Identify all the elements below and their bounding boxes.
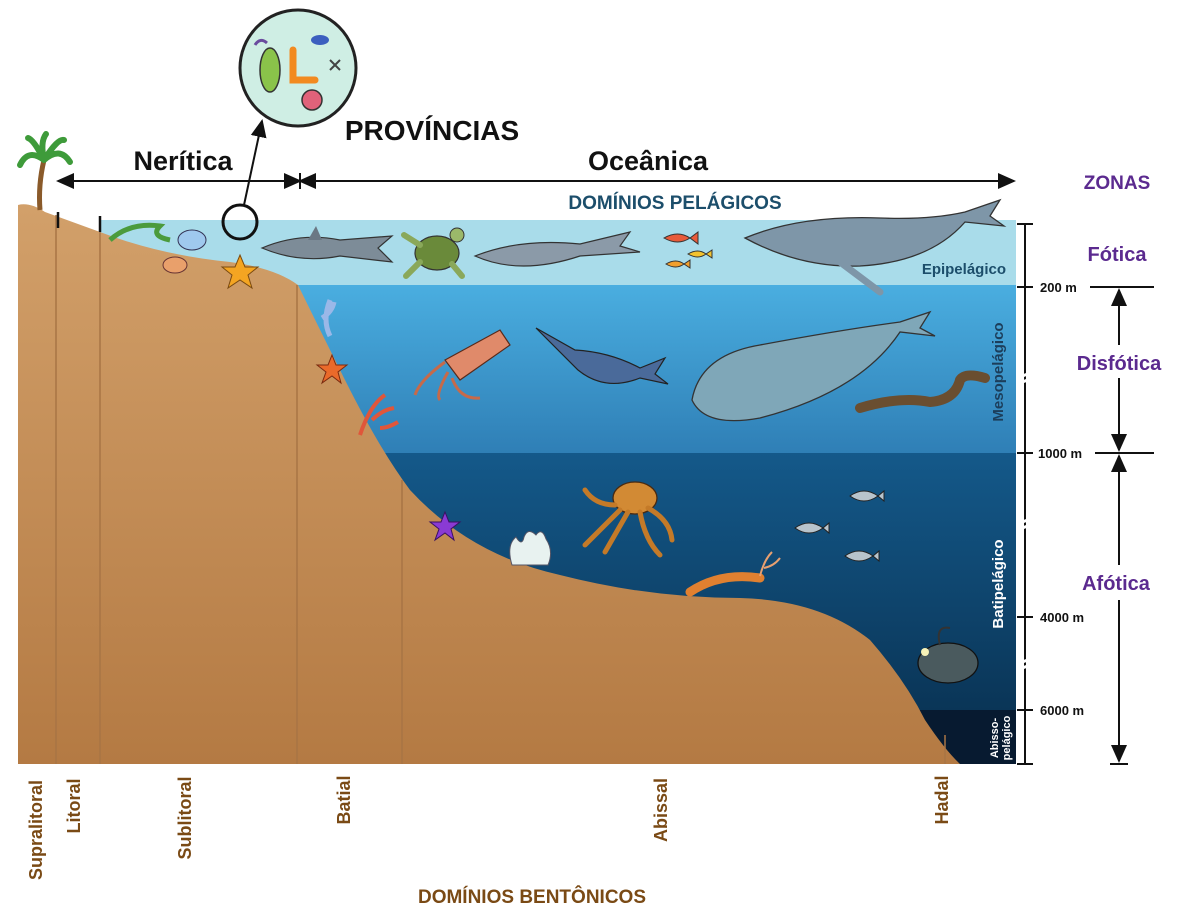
benthic-littoral-label: Litoral bbox=[64, 778, 84, 833]
depth-6000-label: 6000 m bbox=[1040, 703, 1084, 718]
mesopelagic-label: Mesopelágico bbox=[990, 322, 1007, 421]
palm-tree-icon bbox=[20, 134, 70, 210]
zone-photic-label: Fótica bbox=[1088, 244, 1148, 266]
depth-1000-label: 1000 m bbox=[1038, 446, 1082, 461]
pelagic-title: DOMÍNIOS PELÁGICOS bbox=[568, 192, 781, 214]
depth-200-label: 200 m bbox=[1040, 280, 1077, 295]
zone-aphotic-label: Afótica bbox=[1082, 573, 1151, 595]
zone-dysphotic-label: Disfótica bbox=[1077, 353, 1162, 375]
abyssopelagic-label: Abisso- pelágico bbox=[989, 715, 1013, 760]
svg-text:pelágico: pelágico bbox=[1001, 715, 1013, 760]
oceanic-label: Oceânica bbox=[588, 146, 709, 176]
svg-text:Abisso-: Abisso- bbox=[989, 717, 1001, 758]
benthic-bathyal-label: Batial bbox=[334, 775, 354, 824]
benthic-abyssal-label: Abissal bbox=[651, 778, 671, 842]
neritic-label: Nerítica bbox=[133, 146, 233, 176]
epipelagic-label: Epipelágico bbox=[922, 261, 1006, 278]
depth-4000-label: 4000 m bbox=[1040, 610, 1084, 625]
bathypelagic-label: Batipelágico bbox=[990, 539, 1007, 628]
plankton-bubble-icon bbox=[223, 10, 356, 239]
benthic-title: DOMÍNIOS BENTÔNICOS bbox=[418, 886, 646, 908]
zones-title: ZONAS bbox=[1084, 173, 1151, 194]
benthic-hadal-label: Hadal bbox=[932, 775, 952, 824]
provinces-title: PROVÍNCIAS bbox=[345, 115, 519, 146]
benthic-supralittoral-label: Supralitoral bbox=[26, 780, 46, 880]
sponge-icon bbox=[510, 531, 551, 565]
benthic-sublittoral-label: Sublitoral bbox=[175, 776, 195, 859]
depth-scale bbox=[1017, 224, 1033, 764]
